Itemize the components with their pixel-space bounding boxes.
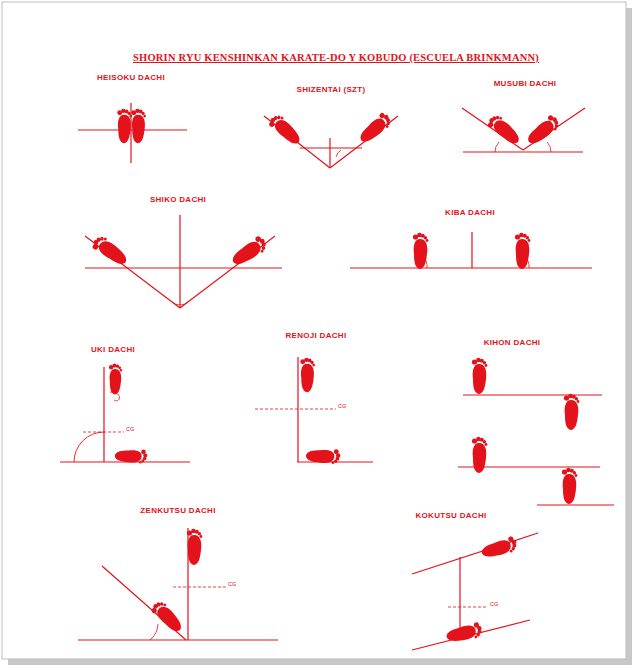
stance-name: HEISOKU DACHI bbox=[97, 74, 165, 82]
diagram-title: SHORIN RYU KENSHINKAN KARATE-DO Y KOBUDO… bbox=[133, 53, 539, 64]
stance-name: KIHON DACHI bbox=[484, 339, 541, 347]
stance-name: RENOJI DACHI bbox=[286, 332, 347, 340]
stance-name: ZENKUTSU DACHI bbox=[140, 507, 215, 515]
stance-name: MUSUBI DACHI bbox=[494, 80, 557, 88]
center-of-gravity-label: CG bbox=[490, 602, 498, 608]
center-of-gravity-label: CG bbox=[126, 427, 134, 433]
stance-name: KIBA DACHI bbox=[445, 209, 495, 217]
stance-name: UKI DACHI bbox=[91, 346, 135, 354]
stance-name: SHIKO DACHI bbox=[150, 196, 206, 204]
center-of-gravity-label: CG bbox=[338, 404, 346, 410]
stance-name: KOKUTSU DACHI bbox=[415, 512, 486, 520]
stance-name: SHIZENTAI (SZT) bbox=[297, 86, 366, 94]
center-of-gravity-label: CG bbox=[228, 582, 236, 588]
